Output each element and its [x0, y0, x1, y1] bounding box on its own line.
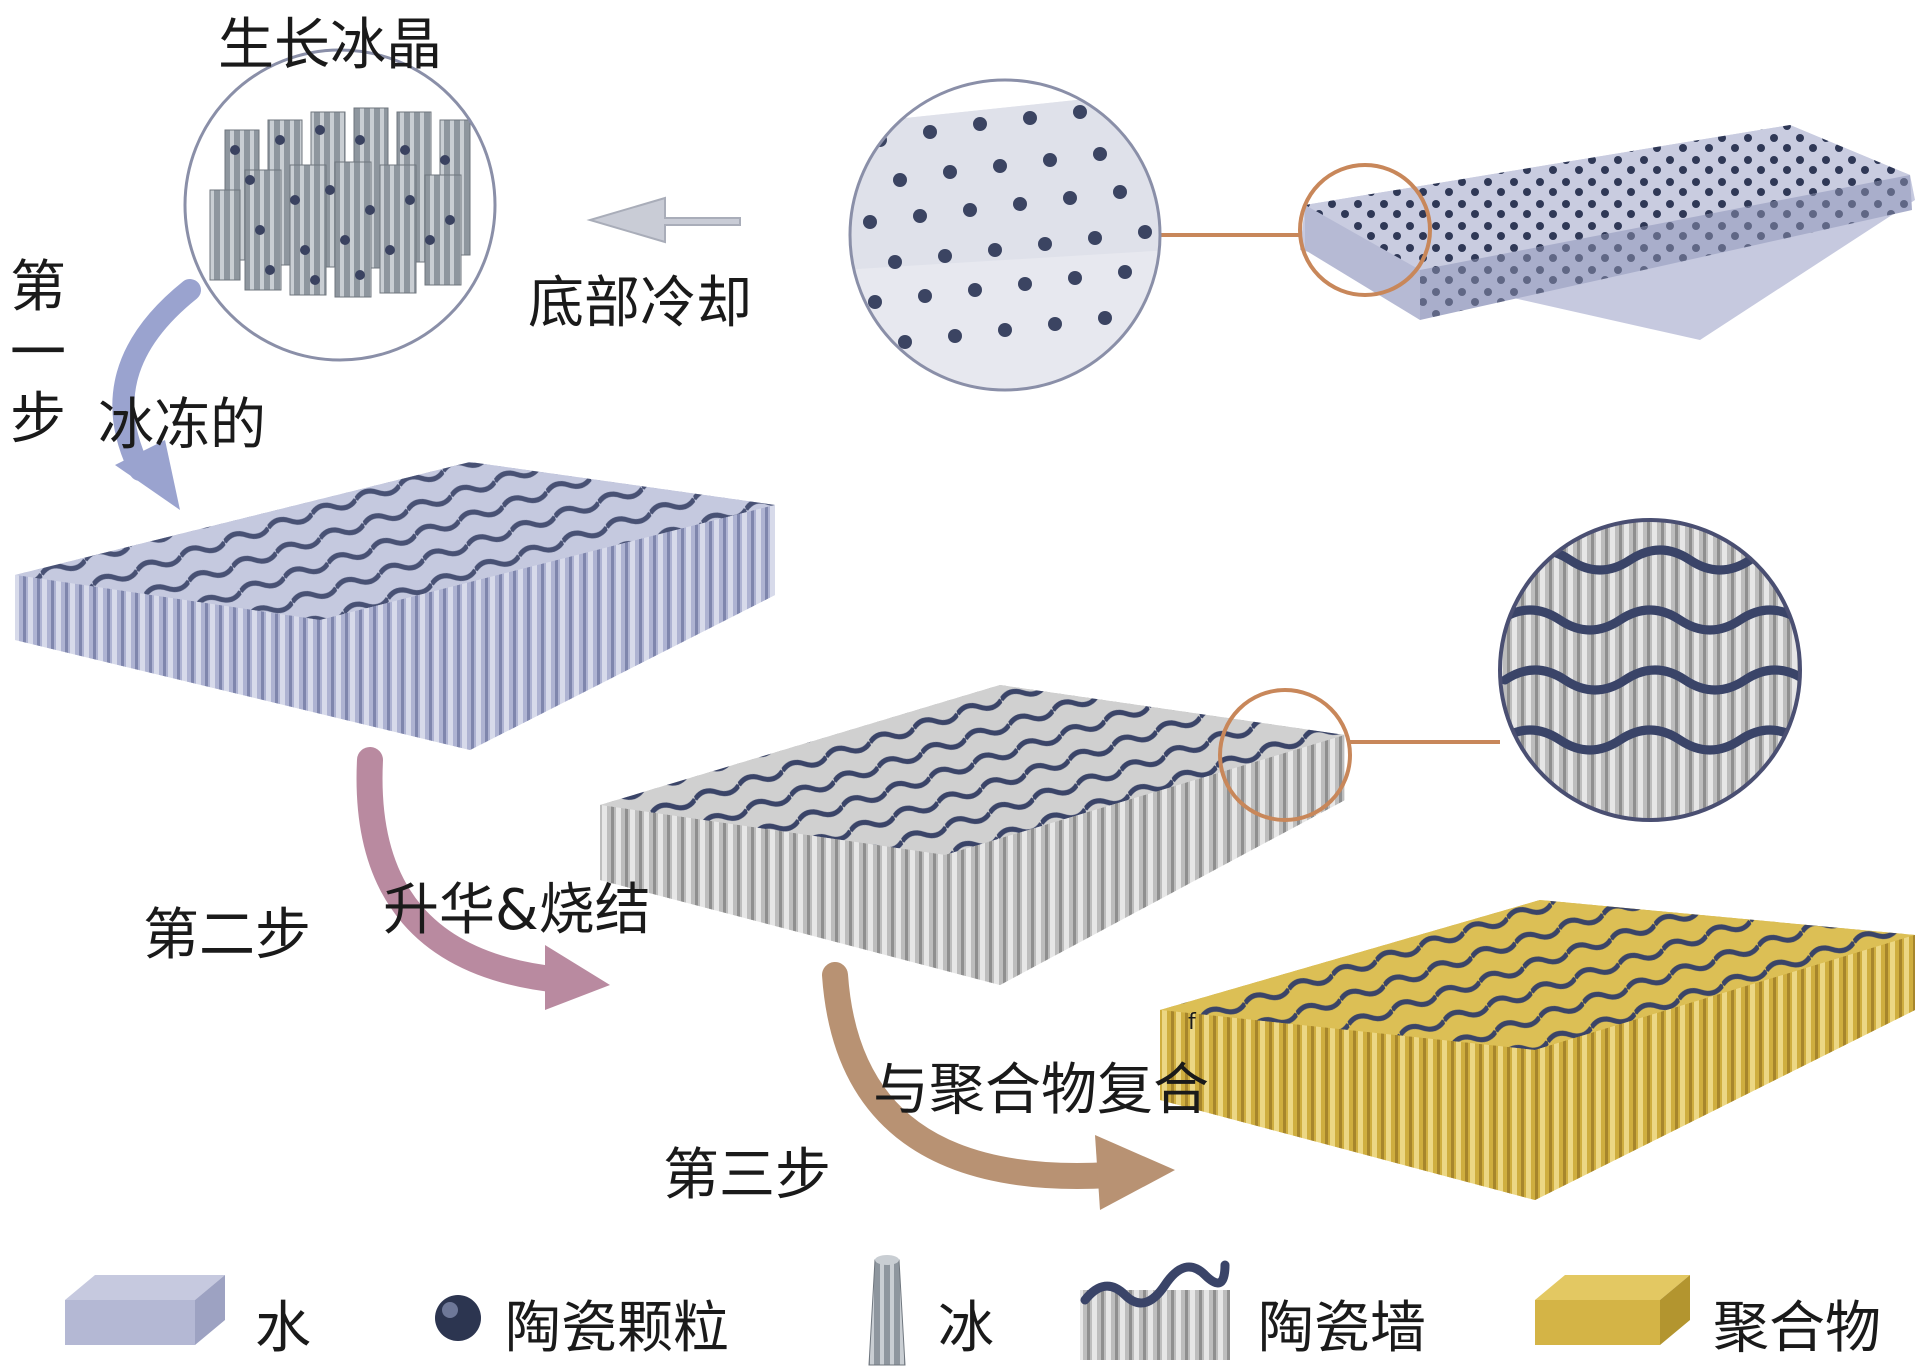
ice-column-icon [868, 1255, 906, 1366]
grow-ice-label: 生长冰晶 [218, 13, 442, 78]
polymer-composite-slab [1160, 900, 1915, 1200]
legend-ceramic-particle-label: 陶瓷颗粒 [505, 1296, 729, 1361]
legend-water-label: 水 [255, 1296, 311, 1361]
ice-crystal-zoom-circle [183, 48, 497, 362]
wall-zoom-circle [1498, 518, 1802, 822]
legend-ice-label: 冰 [938, 1296, 994, 1361]
step1-label: 第 一 步 [8, 255, 68, 453]
step1-char-1: 第 [10, 255, 66, 320]
particle-zoom-circle [848, 78, 1162, 392]
frozen-slab [15, 462, 775, 750]
ceramic-wall-icon [1080, 1260, 1230, 1360]
composite-label: 与聚合物复合 [873, 1058, 1209, 1123]
step2-arrow [356, 747, 610, 1010]
legend-polymer-label: 聚合物 [1713, 1296, 1881, 1361]
step1-char-2: 一 [10, 321, 66, 386]
bottom-cooling-label: 底部冷却 [528, 271, 752, 336]
slab-callout [1143, 163, 1432, 297]
polymer-slab-icon [1535, 1275, 1690, 1345]
cooling-arrow [586, 196, 741, 244]
frozen-label: 冰冻的 [98, 393, 266, 458]
legend-ceramic-wall-label: 陶瓷墙 [1258, 1296, 1426, 1361]
step1-char-3: 步 [10, 387, 66, 452]
small-mark: f [1188, 1010, 1196, 1035]
step1-arrow [112, 279, 201, 510]
legend-icons [65, 1255, 1690, 1366]
water-particle-slab [1300, 125, 1915, 340]
water-slab-icon [65, 1275, 225, 1345]
wall-callout [1218, 688, 1500, 822]
sublimation-label: 升华&烧结 [383, 878, 651, 943]
step3-label: 第三步 [663, 1143, 831, 1208]
step2-label: 第二步 [143, 903, 311, 968]
ceramic-wall-slab [600, 685, 1345, 985]
ceramic-particle-icon [435, 1295, 481, 1341]
step3-arrow [822, 962, 1175, 1210]
